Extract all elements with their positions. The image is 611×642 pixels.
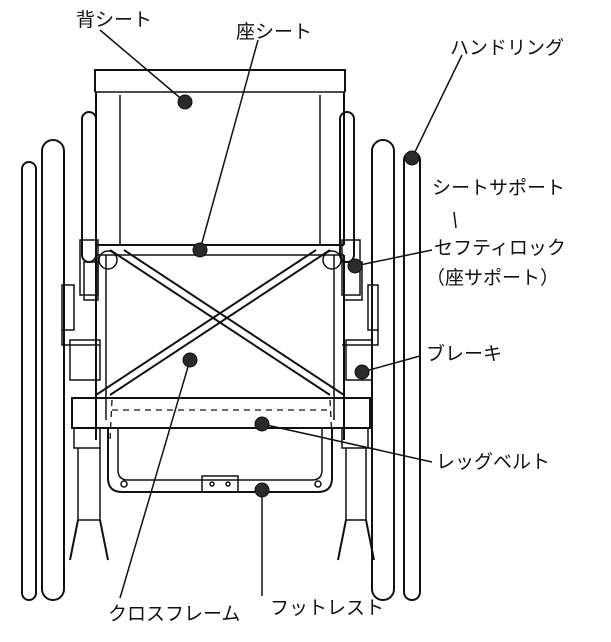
- right-wheel-inner: [371, 139, 395, 601]
- dot-brake: [354, 364, 370, 380]
- label-cross-frame: クロスフレーム: [108, 603, 241, 625]
- dot-cross-frame: [182, 352, 198, 368]
- leader-back-seat: [99, 29, 186, 103]
- dot-footrest: [254, 482, 270, 498]
- label-seat: 座シート: [236, 21, 313, 43]
- cross-frame-b: [109, 249, 331, 396]
- back-seat: [94, 69, 346, 92]
- left-wheel-inner: [41, 139, 65, 601]
- leader-safety-lock: [354, 249, 433, 267]
- dot-safety-lock: [347, 258, 363, 274]
- label-brake: ブレーキ: [426, 343, 503, 365]
- label-hand-rim: ハンドリング: [450, 37, 565, 59]
- label-seat-support: シートサポート: [432, 177, 566, 199]
- leader-seat: [199, 39, 259, 251]
- dot-seat: [192, 242, 208, 258]
- left-wheel-outer: [21, 161, 37, 601]
- leader-leg-belt: [261, 423, 433, 463]
- label-footrest: フットレスト: [270, 597, 385, 619]
- label-back-seat: 背シート: [76, 9, 153, 31]
- bottom-frame: [107, 428, 333, 493]
- label-safety-lock-sub: （座サポート）: [426, 267, 560, 289]
- right-wheel-outer: [403, 151, 421, 601]
- dot-back-seat: [177, 94, 193, 110]
- label-safety-lock: セフティロック: [434, 237, 566, 259]
- leader-brake: [361, 355, 421, 373]
- leg-belt-frame: [71, 397, 371, 429]
- label-leg-belt: レッグベルト: [436, 451, 551, 473]
- leader-hand-rim: [411, 54, 463, 159]
- dot-leg-belt: [254, 416, 270, 432]
- leader-cross-frame: [119, 359, 191, 599]
- dot-hand-rim: [404, 150, 420, 166]
